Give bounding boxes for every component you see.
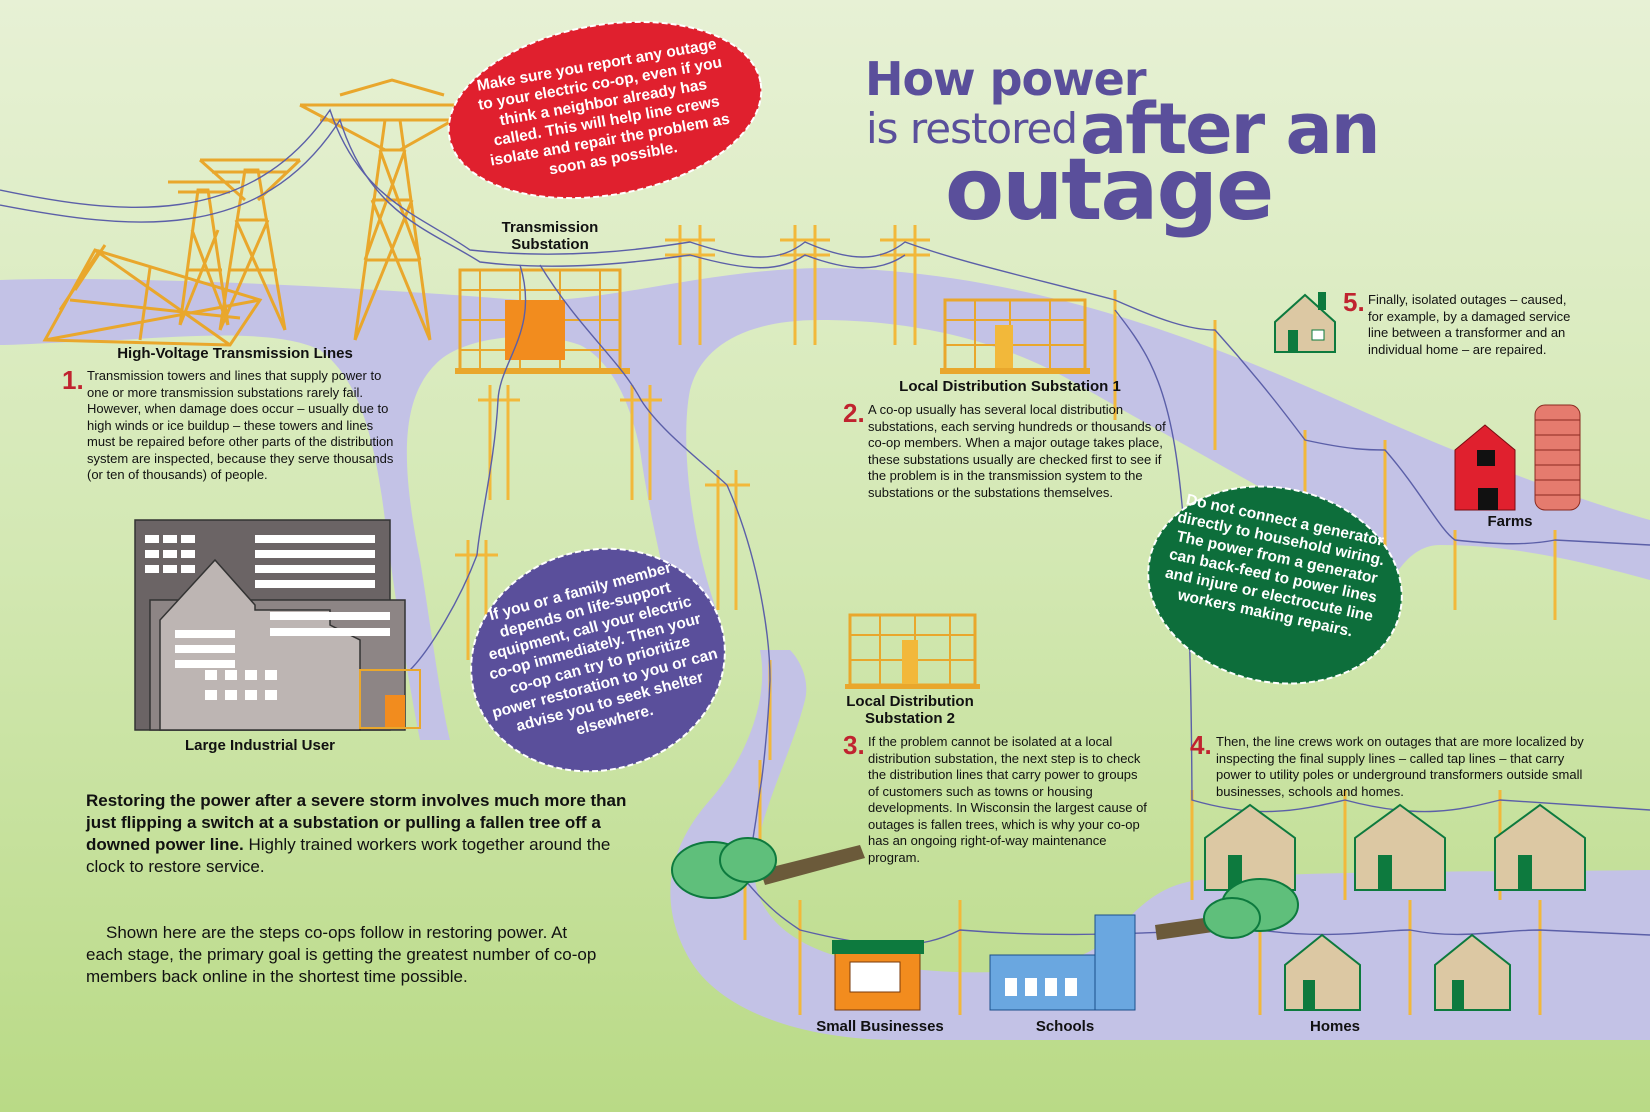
- intro-second-paragraph: Shown here are the steps co-ops follow i…: [86, 923, 597, 986]
- transmission-substation-drawing: [455, 268, 630, 374]
- step-5-number: 5.: [1343, 287, 1365, 317]
- title-line-3: after an: [1080, 88, 1381, 170]
- label-large-industrial: Large Industrial User: [184, 737, 336, 754]
- step-3-number: 3.: [843, 730, 865, 760]
- step-2-text: A co-op usually has several local distri…: [868, 402, 1166, 500]
- step-4-number: 4.: [1190, 730, 1212, 760]
- tower-small: [168, 180, 240, 326]
- step-2-number: 2.: [843, 398, 865, 428]
- label-local-substation-2-b: Substation 2: [864, 710, 955, 727]
- main-road: [0, 268, 1650, 740]
- homes-drawing: [1204, 803, 1586, 1011]
- local-substation-2-drawing: [845, 613, 980, 689]
- step-5-text: Finally, isolated outages – caused, for …: [1368, 292, 1571, 357]
- title-line-2: is restored: [866, 104, 1078, 153]
- title-line-4: outage: [945, 140, 1274, 240]
- step-1-number: 1.: [62, 365, 84, 395]
- badge-red-shape: [447, 20, 763, 200]
- intro-bold: Restoring the power after a severe storm…: [86, 791, 627, 854]
- house-top-right-drawing: [1274, 292, 1336, 353]
- label-local-substation-2-a: Local Distribution: [846, 693, 974, 710]
- school-drawing: [989, 914, 1136, 1011]
- label-transmission-substation-1: Transmission: [501, 219, 599, 236]
- power-lines: [0, 108, 1650, 946]
- step-3-text: If the problem cannot be isolated at a l…: [868, 734, 1147, 865]
- step-1-text: Transmission towers and lines that suppl…: [87, 368, 394, 482]
- industrial-building-drawing: [134, 519, 421, 731]
- label-farms: Farms: [1487, 513, 1533, 530]
- tree-right: [1155, 878, 1299, 940]
- title-line-1: How power: [865, 52, 1147, 106]
- intro-paragraph: Restoring the power after a severe storm…: [86, 790, 631, 878]
- small-business-drawing: [832, 940, 924, 1011]
- tree-left: [671, 837, 865, 899]
- tower-fallen: [42, 244, 263, 347]
- label-transmission-substation-2: Substation: [511, 236, 589, 253]
- intro-normal: Highly trained workers work together aro…: [86, 835, 611, 876]
- badge-green-shape: [1147, 485, 1403, 685]
- label-homes: Homes: [1309, 1018, 1361, 1035]
- road-network: [0, 268, 1650, 1040]
- label-local-substation-1: Local Distribution Substation 1: [899, 378, 1121, 395]
- tower-medium: [199, 158, 302, 331]
- label-hv-lines: High-Voltage Transmission Lines: [117, 345, 353, 362]
- distribution-poles: [455, 225, 1557, 1015]
- transmission-towers: [42, 78, 481, 347]
- badge-purple-shape: [470, 547, 726, 773]
- label-small-businesses: Small Businesses: [816, 1018, 944, 1035]
- farm-drawing: [1454, 404, 1581, 511]
- lower-road: [670, 650, 1650, 1040]
- local-substation-1-drawing: [940, 298, 1090, 374]
- step-4-text: Then, the line crews work on outages tha…: [1216, 734, 1584, 799]
- label-schools: Schools: [1035, 1018, 1095, 1035]
